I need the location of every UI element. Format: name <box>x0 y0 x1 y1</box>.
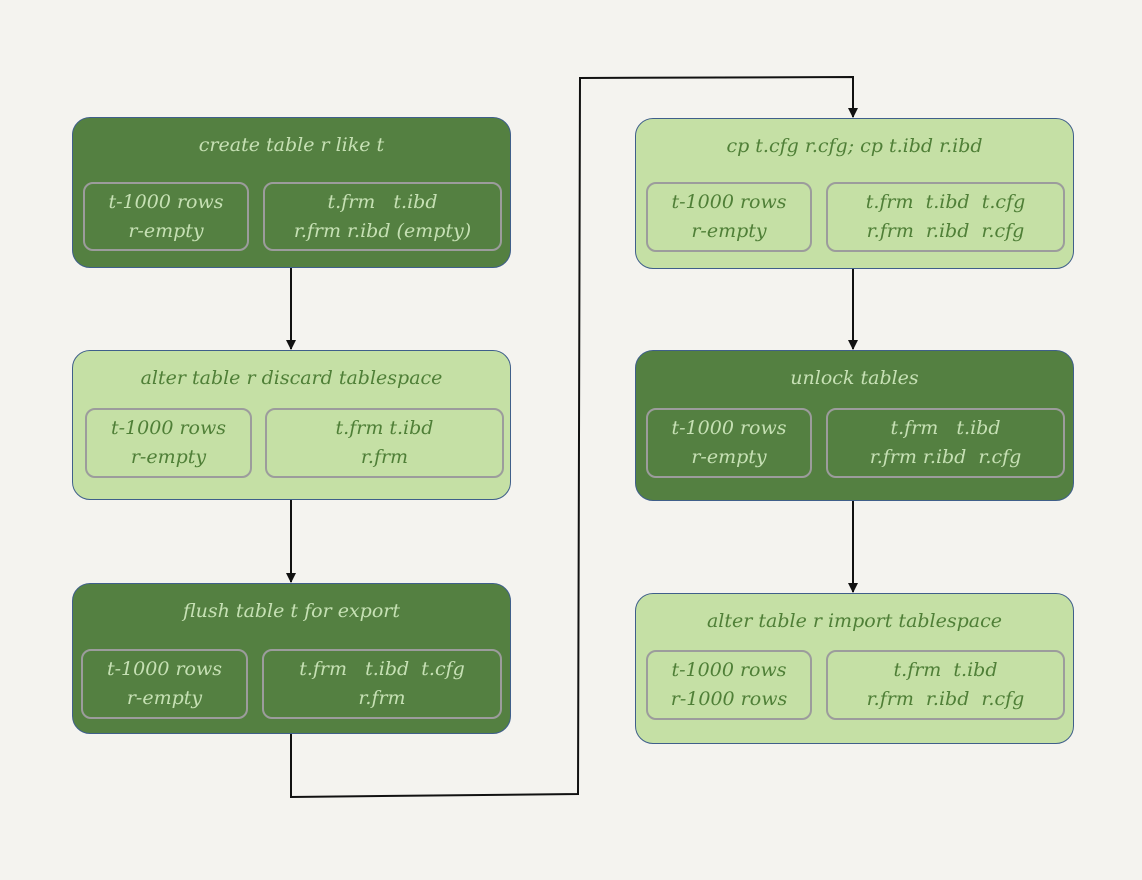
table-r-rows: r-empty <box>691 220 767 242</box>
step-title: alter table r discard tablespace <box>140 367 443 389</box>
file-list-panel: t.frm t.ibd t.cfg r.frm <box>262 649 502 719</box>
step-title: alter table r import tablespace <box>706 610 1003 632</box>
table-r-rows: r-empty <box>126 687 203 709</box>
table-t-files: t.frm t.ibd t.cfg <box>865 191 1026 213</box>
table-t-files: t.frm t.ibd <box>890 417 1001 439</box>
table-r-rows: r-empty <box>691 446 767 468</box>
row-count-panel: t-1000 rows r-empty <box>83 182 249 251</box>
file-list-panel: t.frm t.ibd t.cfg r.frm r.ibd r.cfg <box>826 182 1065 252</box>
row-count-panel: t-1000 rows r-1000 rows <box>646 650 812 720</box>
table-r-files: r.frm <box>358 687 406 709</box>
table-t-rows: t-1000 rows <box>671 659 787 681</box>
step-title: flush table t for export <box>183 600 400 622</box>
table-r-rows: r-empty <box>128 219 204 242</box>
table-r-files: r.frm <box>360 446 409 468</box>
table-t-files: t.frm t.ibd t.cfg <box>299 658 465 680</box>
table-r-files: r.frm r.ibd r.cfg <box>866 688 1025 710</box>
row-count-panel: t-1000 rows r-empty <box>85 408 252 478</box>
table-t-files: t.frm t.ibd <box>327 190 438 213</box>
row-count-panel: t-1000 rows r-empty <box>646 408 812 478</box>
table-t-rows: t-1000 rows <box>671 191 787 213</box>
arrow-flush-to-copy <box>290 75 858 799</box>
table-t-rows: t-1000 rows <box>108 190 224 213</box>
file-list-panel: t.frm t.ibd r.frm r.ibd (empty) <box>263 182 502 251</box>
table-t-files: t.frm t.ibd <box>893 659 998 681</box>
table-r-files: r.frm r.ibd (empty) <box>293 219 472 242</box>
table-r-files: r.frm r.ibd r.cfg <box>866 220 1025 242</box>
step-discard-tablespace: alter table r discard tablespace t-1000 … <box>72 350 511 500</box>
step-unlock-tables: unlock tables t-1000 rows r-empty t.frm … <box>635 350 1074 501</box>
table-t-rows: t-1000 rows <box>107 658 222 680</box>
table-r-rows: r-empty <box>130 446 207 468</box>
row-count-panel: t-1000 rows r-empty <box>81 649 248 719</box>
table-t-rows: t-1000 rows <box>671 417 787 439</box>
step-title: cp t.cfg r.cfg; cp t.ibd r.ibd <box>726 135 983 157</box>
step-import-tablespace: alter table r import tablespace t-1000 r… <box>635 593 1074 744</box>
step-create-table: create table r like t t-1000 rows r-empt… <box>72 117 511 268</box>
step-title: unlock tables <box>790 367 919 389</box>
step-copy-files: cp t.cfg r.cfg; cp t.ibd r.ibd t-1000 ro… <box>635 118 1074 269</box>
step-title: create table r like t <box>198 134 385 156</box>
table-r-rows: r-1000 rows <box>670 688 788 710</box>
file-list-panel: t.frm t.ibd r.frm <box>265 408 504 478</box>
step-flush-for-export: flush table t for export t-1000 rows r-e… <box>72 583 511 734</box>
file-list-panel: t.frm t.ibd r.frm r.ibd r.cfg <box>826 408 1065 478</box>
file-list-panel: t.frm t.ibd r.frm r.ibd r.cfg <box>826 650 1065 720</box>
table-r-files: r.frm r.ibd r.cfg <box>869 446 1022 468</box>
row-count-panel: t-1000 rows r-empty <box>646 182 812 252</box>
table-t-rows: t-1000 rows <box>111 417 226 439</box>
table-t-files: t.frm t.ibd <box>335 417 434 439</box>
